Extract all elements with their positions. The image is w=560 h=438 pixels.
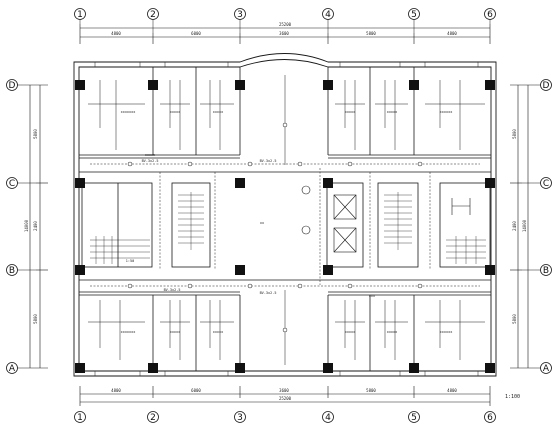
axis-left-A: A xyxy=(9,364,16,374)
stair-treads-lower-left xyxy=(90,236,150,264)
axis-left-B: B xyxy=(9,266,15,276)
bottom-right-note: 1:100 xyxy=(505,394,520,400)
axis-bottom-3: 3 xyxy=(237,413,243,423)
top-dim-seg-5: 4800 xyxy=(447,31,457,36)
axis-bubbles-bottom xyxy=(74,411,496,423)
axis-bottom-5: 5 xyxy=(411,413,417,423)
axis-top-6: 6 xyxy=(487,10,493,20)
bottom-dim-total: 25200 xyxy=(279,396,292,401)
top-dim-seg-2: 6000 xyxy=(191,31,201,36)
corridor-label-3: BV-3x2.5 xyxy=(164,288,181,292)
wiring-corridor xyxy=(90,163,480,287)
exterior-walls xyxy=(73,53,497,377)
axis-bottom-4: 4 xyxy=(325,413,331,423)
right-dimension-chain xyxy=(510,84,532,369)
columns xyxy=(75,80,495,373)
stair-treads-lower-right xyxy=(446,236,486,264)
axis-bubbles-right xyxy=(540,79,552,374)
room-label-lower-6: xxxxxx xyxy=(440,330,453,334)
axis-bubbles-top xyxy=(74,8,496,20)
windows-top xyxy=(94,62,479,376)
axis-top-3: 3 xyxy=(237,10,243,20)
right-dim-seg-1: 5800 xyxy=(512,129,517,139)
axis-top-5: 5 xyxy=(411,10,417,20)
elevator-shafts xyxy=(333,194,357,253)
axis-bottom-6: 6 xyxy=(487,413,493,423)
right-dim-total: 14000 xyxy=(522,219,527,232)
right-dim-seg-3: 5800 xyxy=(512,314,517,324)
distribution-box xyxy=(301,185,311,235)
corridor-label-2: BV-3x2.5 xyxy=(260,159,277,163)
bottom-dim-seg-5: 4800 xyxy=(447,388,457,393)
top-dim-total: 25200 xyxy=(279,22,292,27)
top-dim-seg-1: 4800 xyxy=(111,31,121,36)
left-dim-seg-1: 5800 xyxy=(33,129,38,139)
room-label-lower-4: xxxxx xyxy=(345,330,356,334)
room-label-upper-1: xxxxxxx xyxy=(121,110,136,114)
stair-treads-left xyxy=(178,192,204,250)
axis-right-B: B xyxy=(543,266,549,276)
corridor-label-4: BV-3x2.5 xyxy=(260,291,277,295)
bottom-dimension-chain xyxy=(79,386,491,406)
equipment-symbol xyxy=(451,198,471,215)
right-dim-seg-2: 2400 xyxy=(512,221,517,231)
lobby-label: xxxxx xyxy=(145,153,156,157)
bottom-dim-seg-3: 3600 xyxy=(279,388,289,393)
stair-label-2: xxx xyxy=(369,294,375,298)
bottom-dim-seg-4: 5800 xyxy=(366,388,376,393)
left-dim-seg-3: 5800 xyxy=(33,314,38,324)
room-label-upper-4: xxxxx xyxy=(345,110,356,114)
axis-left-C: C xyxy=(9,179,15,189)
axis-top-4: 4 xyxy=(325,10,331,20)
top-dimension-chain xyxy=(79,24,491,44)
room-label-upper-5: xxxxx xyxy=(387,110,398,114)
axis-top-1: 1 xyxy=(77,10,83,20)
room-label-upper-3: xxxxx xyxy=(213,110,224,114)
wiring-upper xyxy=(88,75,485,165)
center-label: xx xyxy=(260,221,264,225)
bottom-dim-seg-1: 4800 xyxy=(111,388,121,393)
lobby-panels xyxy=(236,180,242,271)
top-dim-seg-4: 5800 xyxy=(366,31,376,36)
axis-bottom-2: 2 xyxy=(150,413,156,423)
axis-right-D: D xyxy=(543,81,550,91)
axis-right-A: A xyxy=(543,364,550,374)
left-dim-total: 14000 xyxy=(24,219,29,232)
axis-top-2: 2 xyxy=(150,10,156,20)
interior-walls xyxy=(79,67,491,371)
corridor-label-1: BV-3x2.5 xyxy=(142,159,159,163)
axis-bottom-1: 1 xyxy=(77,413,83,423)
wiring-lower xyxy=(88,290,485,365)
room-label-lower-2: xxxxx xyxy=(170,330,181,334)
top-dim-seg-3: 3600 xyxy=(279,31,289,36)
room-label-upper-6: xxxxxx xyxy=(440,110,453,114)
stair-label-1: 1:50 xyxy=(126,259,134,263)
light-fixtures xyxy=(127,122,423,333)
room-label-upper-2: xxxxx xyxy=(170,110,181,114)
left-dim-seg-2: 2400 xyxy=(33,221,38,231)
room-label-lower-1: xxxxxxx xyxy=(121,330,136,334)
left-dimension-chain xyxy=(26,84,48,369)
axis-bubbles-left xyxy=(6,79,18,374)
room-label-lower-3: xxxxx xyxy=(213,330,224,334)
bottom-dim-seg-2: 6000 xyxy=(191,388,201,393)
stair-treads-right xyxy=(384,192,412,250)
axis-left-D: D xyxy=(9,81,16,91)
axis-right-C: C xyxy=(543,179,549,189)
room-label-lower-5: xxxxx xyxy=(387,330,398,334)
